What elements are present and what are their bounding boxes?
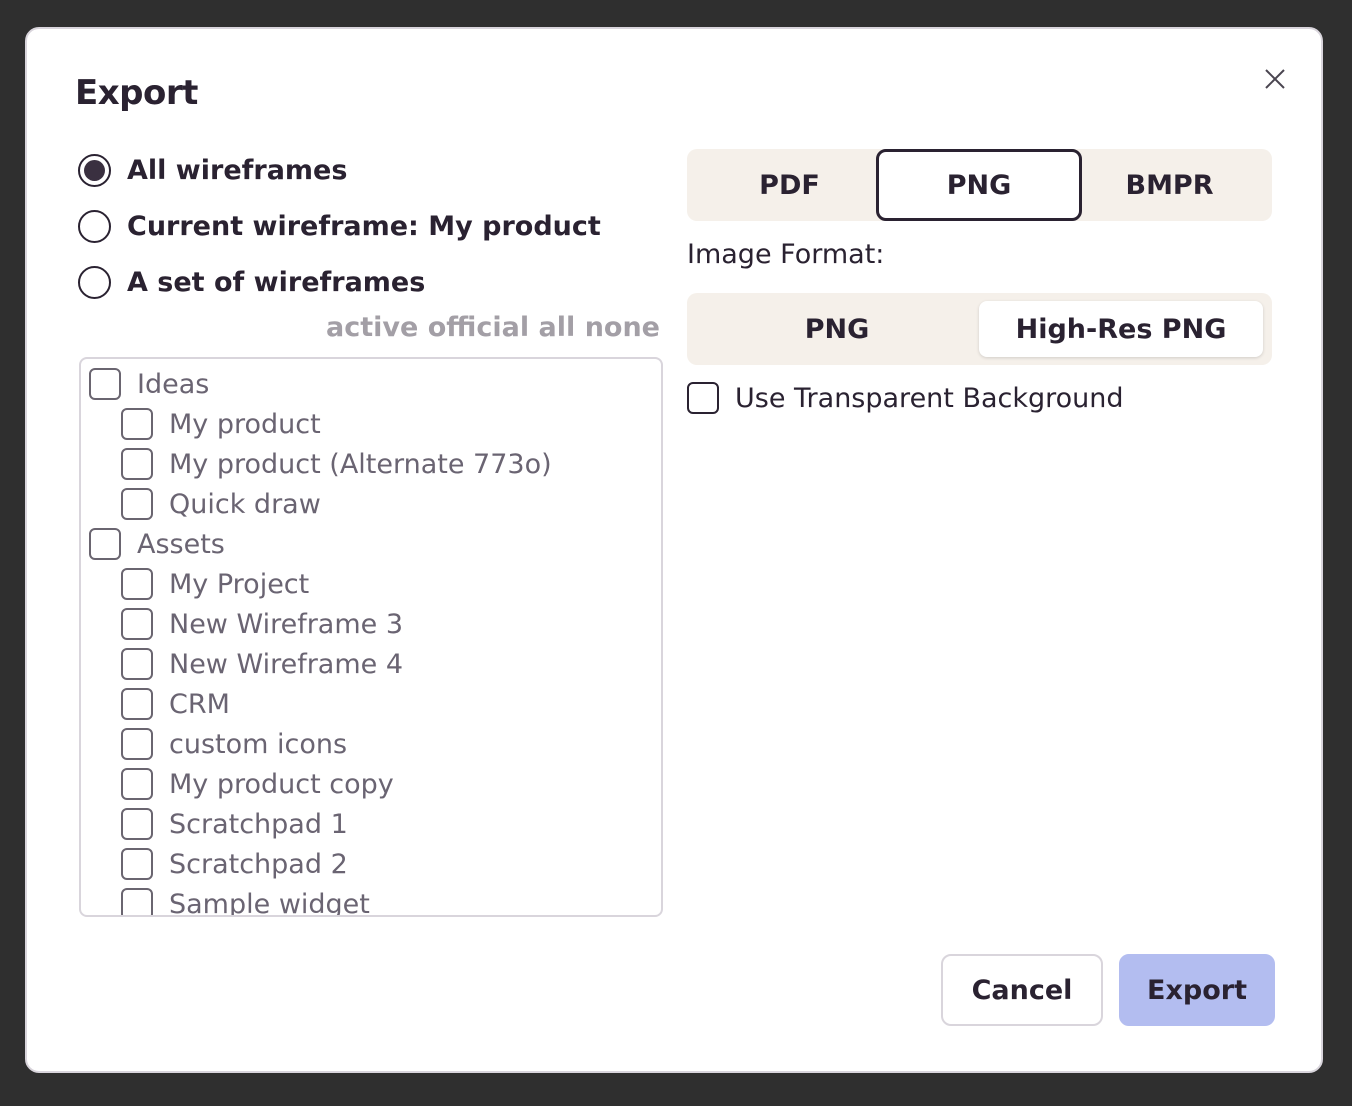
filter-links: active official all none: [326, 312, 660, 343]
checkbox[interactable]: [121, 728, 153, 760]
list-item[interactable]: Sample widget: [121, 884, 370, 917]
image-format-png[interactable]: PNG: [804, 313, 870, 345]
export-button[interactable]: Export: [1119, 954, 1275, 1026]
radio-button[interactable]: [78, 265, 111, 299]
list-item-label: Assets: [137, 528, 225, 560]
list-item-label: CRM: [169, 688, 230, 720]
checkbox[interactable]: [121, 648, 153, 680]
filter-none-link[interactable]: none: [584, 312, 660, 343]
list-item-label: My product copy: [169, 768, 394, 800]
checkbox[interactable]: [121, 608, 153, 640]
list-item[interactable]: New Wireframe 3: [121, 604, 403, 644]
checkbox[interactable]: [89, 528, 121, 560]
checkbox[interactable]: [121, 688, 153, 720]
checkbox[interactable]: [121, 888, 153, 915]
checkbox[interactable]: [121, 768, 153, 800]
checkbox[interactable]: [121, 848, 153, 880]
cancel-button[interactable]: Cancel: [941, 954, 1103, 1026]
list-item-ideas[interactable]: Ideas: [89, 364, 209, 404]
filter-active-link[interactable]: active: [326, 312, 419, 343]
image-format-high-res-png[interactable]: High-Res PNG: [979, 301, 1263, 357]
list-item-label: custom icons: [169, 728, 348, 760]
checkbox[interactable]: [121, 448, 153, 480]
list-item[interactable]: My Project: [121, 564, 309, 604]
list-item[interactable]: My product: [121, 404, 321, 444]
list-item[interactable]: My product (Alternate 773o): [121, 444, 552, 484]
list-item-label: My product: [169, 408, 321, 440]
wireframe-list[interactable]: Ideas My product My product (Alternate 7…: [79, 357, 663, 917]
list-item-label: Sample widget: [169, 888, 370, 917]
close-button[interactable]: [1255, 59, 1295, 99]
list-item-label: My product (Alternate 773o): [169, 448, 552, 480]
list-item[interactable]: New Wireframe 4: [121, 644, 403, 684]
radio-label: All wireframes: [127, 154, 348, 186]
tab-png[interactable]: PNG: [876, 149, 1082, 221]
checkbox[interactable]: [121, 808, 153, 840]
transparent-background-checkbox[interactable]: [687, 382, 719, 414]
filter-all-link[interactable]: all: [538, 312, 576, 343]
checkbox[interactable]: [121, 488, 153, 520]
list-item-assets[interactable]: Assets: [89, 524, 225, 564]
checkbox[interactable]: [121, 568, 153, 600]
list-item[interactable]: My product copy: [121, 764, 394, 804]
radio-current-wireframe[interactable]: Current wireframe: My product: [78, 206, 601, 246]
list-item-label: New Wireframe 3: [169, 608, 404, 640]
radio-button[interactable]: [78, 209, 111, 243]
transparent-background-option[interactable]: Use Transparent Background: [687, 378, 1124, 418]
filter-official-link[interactable]: official: [427, 312, 530, 343]
tab-bmpr[interactable]: BMPR: [1125, 169, 1214, 201]
radio-label: A set of wireframes: [127, 266, 426, 298]
list-item-label: Scratchpad 1: [169, 808, 348, 840]
list-item-label: Scratchpad 2: [169, 848, 348, 880]
transparent-background-label: Use Transparent Background: [735, 382, 1124, 414]
list-item-label: Ideas: [137, 368, 210, 400]
radio-label: Current wireframe: My product: [127, 210, 601, 242]
export-dialog: Export All wireframes Current wireframe:…: [25, 27, 1323, 1073]
checkbox[interactable]: [121, 408, 153, 440]
format-tabs: PDF PNG BMPR: [687, 149, 1272, 221]
list-item[interactable]: Scratchpad 1: [121, 804, 348, 844]
list-item[interactable]: Scratchpad 2: [121, 844, 348, 884]
list-item[interactable]: CRM: [121, 684, 230, 724]
checkbox[interactable]: [89, 368, 121, 400]
tab-pdf[interactable]: PDF: [759, 169, 820, 201]
radio-all-wireframes[interactable]: All wireframes: [78, 150, 347, 190]
radio-button-checked[interactable]: [78, 153, 111, 187]
list-item-label: Quick draw: [169, 488, 321, 520]
list-item-label: My Project: [169, 568, 310, 600]
dialog-title: Export: [75, 73, 198, 113]
image-format-toggle: PNG High-Res PNG: [687, 293, 1272, 365]
image-format-label: Image Format:: [687, 239, 885, 270]
list-item-label: New Wireframe 4: [169, 648, 404, 680]
list-item[interactable]: Quick draw: [121, 484, 321, 524]
list-item[interactable]: custom icons: [121, 724, 347, 764]
radio-set-of-wireframes[interactable]: A set of wireframes: [78, 262, 425, 302]
close-icon: [1265, 69, 1285, 89]
